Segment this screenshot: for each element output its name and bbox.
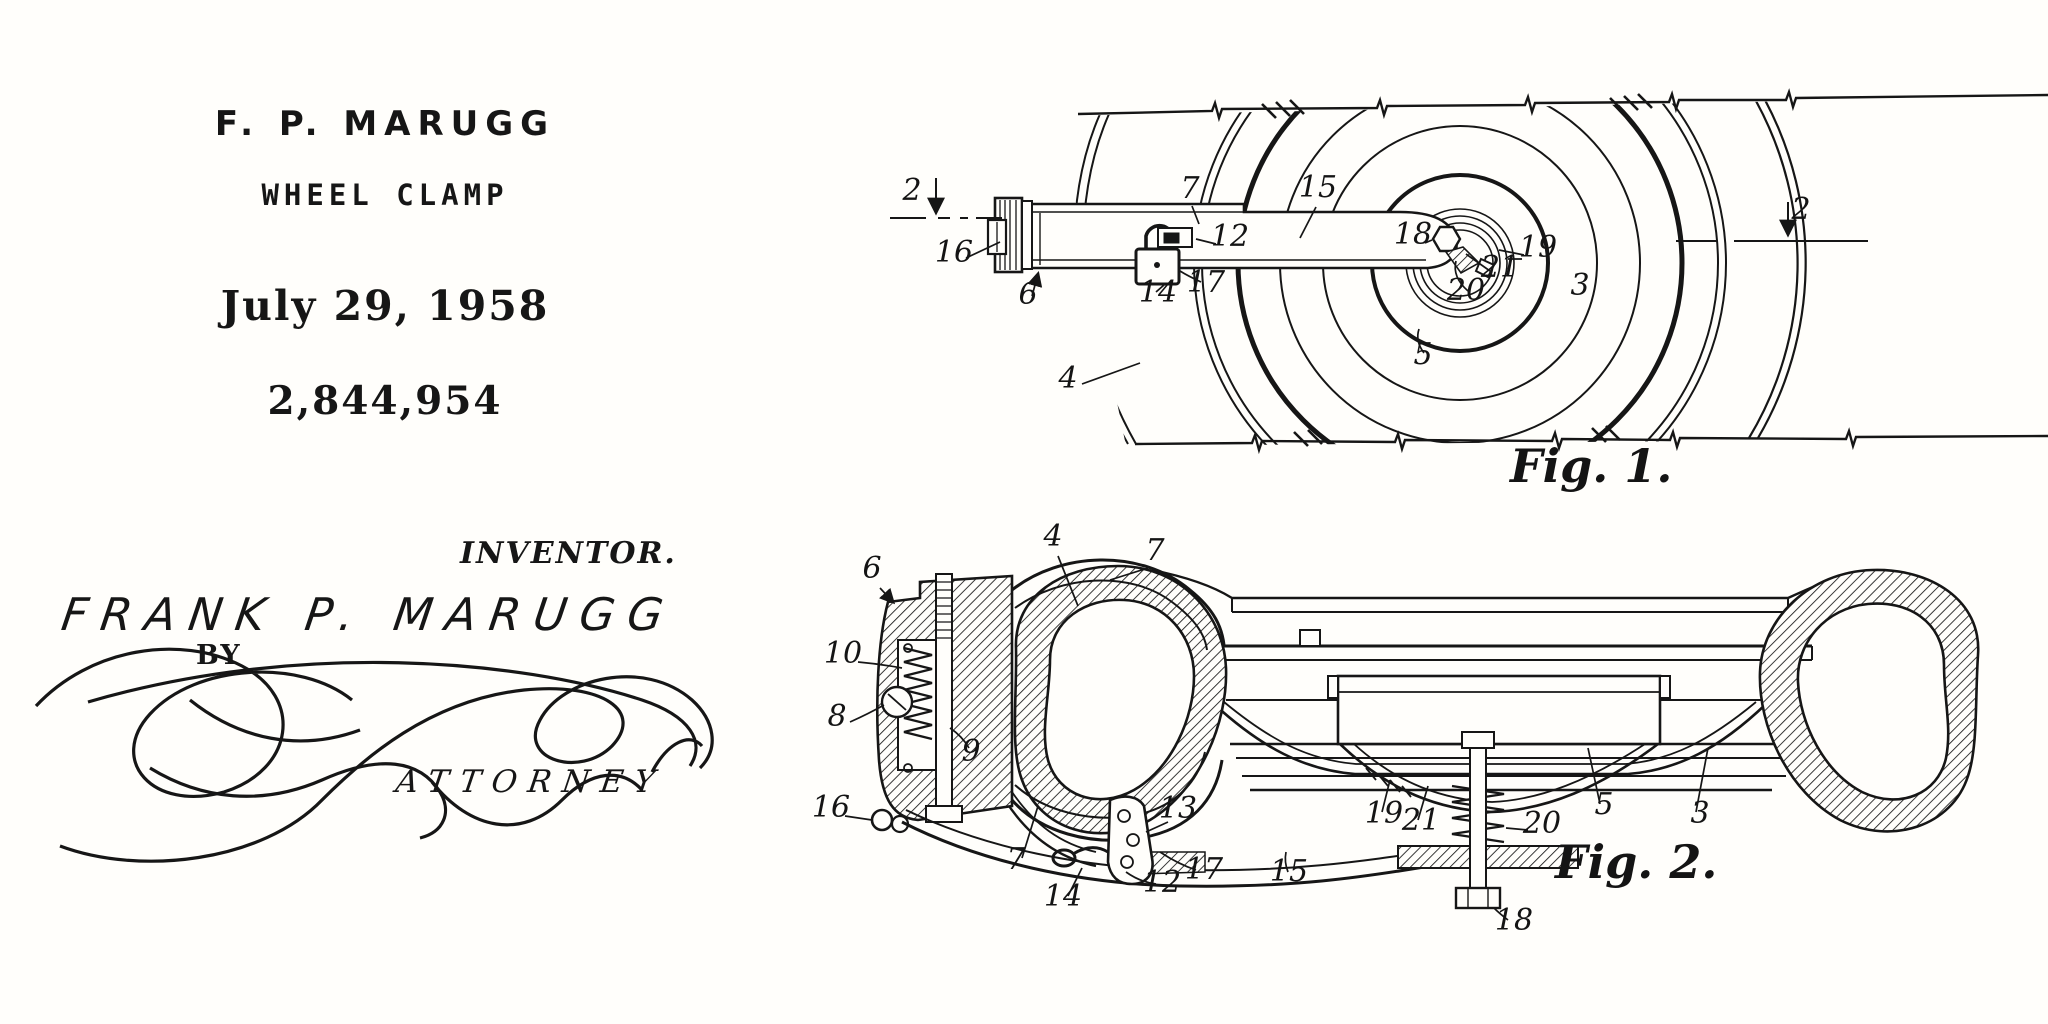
attorney-signature-scribble (34, 647, 714, 863)
fig2-ref-numeral-19: 19 (1365, 796, 1403, 831)
fig2-ref-numeral-20: 20 (1522, 806, 1561, 841)
fig2-ref-numeral-8: 8 (827, 699, 846, 734)
bolt-shaft (1469, 745, 1487, 891)
fig1-leaders (965, 205, 1525, 385)
fig1-ref-numeral-4: 4 (1057, 361, 1077, 396)
bolt-head (1454, 886, 1502, 910)
fig1-caption: Fig. 1. (1508, 439, 1672, 493)
fig2-ref-numeral-13: 13 (1159, 791, 1197, 826)
hub-nut (1431, 225, 1462, 253)
lock-hook (1051, 848, 1077, 868)
fig2-ref-numeral-6: 6 (862, 551, 881, 586)
fig1-ref-numeral-2: 2 (901, 173, 921, 208)
clamp-jaw-upper (1011, 558, 1226, 651)
fig1-ref-numeral-20: 20 (1446, 273, 1485, 308)
tension-spring (903, 646, 933, 741)
hasp-plate (1051, 795, 1154, 886)
fig2-ref-numeral-5: 5 (1594, 787, 1613, 822)
fig1-ref-numeral-19: 19 (1519, 230, 1557, 265)
fig2-ref-numeral-16: 16 (812, 790, 850, 825)
fig2-ref-numeral-3: 3 (1690, 796, 1709, 831)
fig1-ref-numeral-2: 2 (1790, 192, 1810, 227)
fig2-ref-numeral-14: 14 (1044, 879, 1082, 914)
fig1-ref-numeral-12: 12 (1211, 219, 1249, 254)
fig2-ref-numeral-12: 12 (1143, 865, 1181, 900)
lower-strap (870, 808, 1443, 888)
fig2-ref-numeral-10: 10 (824, 636, 862, 671)
center-block (1327, 674, 1671, 746)
fig1-ref-numeral-7: 7 (1180, 171, 1200, 206)
fig2-ref-numeral-21: 21 (1401, 803, 1440, 838)
fig2-caption: Fig. 2. (1553, 835, 1717, 889)
tire-bead-left (1013, 564, 1228, 835)
center-bolt (1397, 731, 1579, 910)
clamp-housing (875, 573, 1014, 823)
tire-bead-right (1758, 568, 1980, 833)
patent-number: 2,844,954 (267, 378, 503, 424)
figure-1 (890, 88, 2048, 455)
threaded-rod (935, 573, 953, 813)
fig2-caption: Fig. 2. (1553, 835, 1717, 889)
section-hatch-ticks (1261, 93, 1653, 447)
fig1-caption: Fig. 1. (1508, 439, 1672, 493)
fig2-ref-numeral-7: 7 (1006, 842, 1026, 877)
fig1-ref-numeral-17: 17 (1187, 265, 1226, 300)
fig2-ref-numeral-9: 9 (961, 734, 980, 769)
figure-2 (844, 555, 1980, 921)
fig1-ref-numeral-21: 21 (1480, 250, 1519, 285)
patent-date: July 29, 1958 (220, 282, 550, 330)
fig1-ref-numeral-18: 18 (1394, 217, 1432, 252)
fig1-top-boundary (1077, 88, 2048, 123)
fig1-bottom-boundary (1134, 427, 2048, 455)
fig1-ref-numeral-3: 3 (1570, 268, 1589, 303)
section-line-right (1676, 202, 1868, 242)
inventor-name: F. P. MARUGG (214, 104, 556, 144)
fig1-ref-numeral-14: 14 (1139, 275, 1177, 310)
rod-threads (937, 581, 951, 639)
fig2-ref-numeral-4: 4 (1042, 519, 1062, 554)
spring-seat-bar (1397, 845, 1579, 869)
rod-nut (925, 805, 963, 823)
rim-lines (1151, 568, 1859, 792)
document-title: WHEEL CLAMP (261, 178, 509, 212)
fig1-ref-numeral-16: 16 (935, 235, 973, 270)
inventor-label: INVENTOR. (460, 536, 677, 571)
fig1-ref-numeral-15: 15 (1299, 170, 1337, 205)
fig2-ref-numeral-17: 17 (1185, 852, 1224, 887)
fig1-ref-numeral-5: 5 (1413, 337, 1432, 372)
fig2-ref-numeral-18: 18 (1495, 903, 1533, 938)
section-line-left (890, 178, 1002, 219)
fig2-ref-numeral-7: 7 (1145, 533, 1165, 568)
fig2-leaders (844, 555, 1709, 921)
clamp-bar (986, 196, 1496, 286)
fig2-ref-numeral-15: 15 (1270, 854, 1308, 889)
fig1-ref-numeral-6: 6 (1018, 277, 1037, 312)
strap-eye (870, 808, 894, 832)
padlock (1134, 223, 1193, 286)
